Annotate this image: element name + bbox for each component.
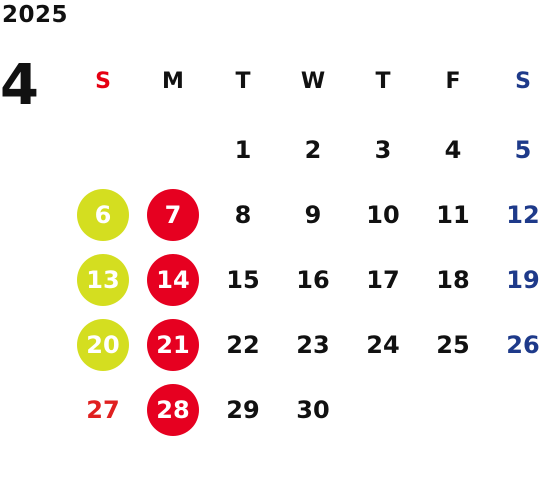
highlighted-day: 21 <box>147 319 199 371</box>
day-cell[interactable]: 12 <box>488 183 548 247</box>
weekday-monday: M <box>162 69 184 94</box>
day-cell[interactable]: 30 <box>278 378 348 442</box>
day-cell[interactable]: 9 <box>278 183 348 247</box>
day-number: 11 <box>436 201 470 229</box>
day-number: 22 <box>226 331 260 359</box>
day-cell[interactable]: 2 <box>278 118 348 182</box>
day-cell[interactable]: 25 <box>418 313 488 377</box>
day-cell[interactable]: 19 <box>488 248 548 312</box>
highlighted-day: 28 <box>147 384 199 436</box>
day-number: 15 <box>226 266 260 294</box>
day-number: 17 <box>366 266 400 294</box>
day-cell[interactable]: 21 <box>138 313 208 377</box>
day-number: 26 <box>506 331 540 359</box>
day-number: 3 <box>374 136 392 164</box>
day-cell[interactable]: 28 <box>138 378 208 442</box>
day-cell[interactable]: 1 <box>208 118 278 182</box>
day-cell[interactable]: 7 <box>138 183 208 247</box>
day-cell[interactable]: 23 <box>278 313 348 377</box>
day-cell[interactable]: 13 <box>68 248 138 312</box>
day-number: 24 <box>366 331 400 359</box>
day-number: 29 <box>226 396 260 424</box>
day-cell[interactable]: 8 <box>208 183 278 247</box>
day-number: 27 <box>86 396 120 424</box>
day-cell[interactable]: 14 <box>138 248 208 312</box>
day-number: 16 <box>296 266 330 294</box>
day-cell[interactable]: 20 <box>68 313 138 377</box>
highlighted-day: 14 <box>147 254 199 306</box>
day-cell[interactable]: 11 <box>418 183 488 247</box>
day-number: 4 <box>444 136 462 164</box>
highlighted-day: 13 <box>77 254 129 306</box>
weekday-tuesday: T <box>235 69 251 94</box>
calendar-year: 2025 <box>2 2 69 28</box>
day-number: 9 <box>304 201 322 229</box>
highlighted-day: 20 <box>77 319 129 371</box>
day-cell[interactable]: 10 <box>348 183 418 247</box>
day-cell[interactable]: 26 <box>488 313 548 377</box>
day-number: 8 <box>234 201 252 229</box>
day-number: 10 <box>366 201 400 229</box>
day-cell[interactable]: 17 <box>348 248 418 312</box>
day-number: 19 <box>506 266 540 294</box>
day-number: 5 <box>514 136 532 164</box>
day-number: 25 <box>436 331 470 359</box>
weekday-friday: F <box>445 69 461 94</box>
day-number: 23 <box>296 331 330 359</box>
day-cell[interactable]: 4 <box>418 118 488 182</box>
weekday-sunday: S <box>95 69 111 94</box>
day-cell[interactable]: 27 <box>68 378 138 442</box>
day-cell[interactable]: 6 <box>68 183 138 247</box>
day-cell[interactable]: 3 <box>348 118 418 182</box>
day-number: 1 <box>234 136 252 164</box>
day-number: 18 <box>436 266 470 294</box>
day-cell[interactable]: 5 <box>488 118 548 182</box>
day-cell[interactable]: 24 <box>348 313 418 377</box>
highlighted-day: 7 <box>147 189 199 241</box>
day-cell[interactable]: 15 <box>208 248 278 312</box>
day-number: 2 <box>304 136 322 164</box>
weekday-saturday: S <box>515 69 531 94</box>
highlighted-day: 6 <box>77 189 129 241</box>
weekday-wednesday: W <box>300 69 326 94</box>
day-cell[interactable]: 16 <box>278 248 348 312</box>
weekday-thursday: T <box>375 69 391 94</box>
calendar-month: 4 <box>0 53 39 118</box>
day-cell[interactable]: 18 <box>418 248 488 312</box>
day-number: 30 <box>296 396 330 424</box>
day-cell[interactable]: 22 <box>208 313 278 377</box>
day-number: 12 <box>506 201 540 229</box>
day-cell[interactable]: 29 <box>208 378 278 442</box>
